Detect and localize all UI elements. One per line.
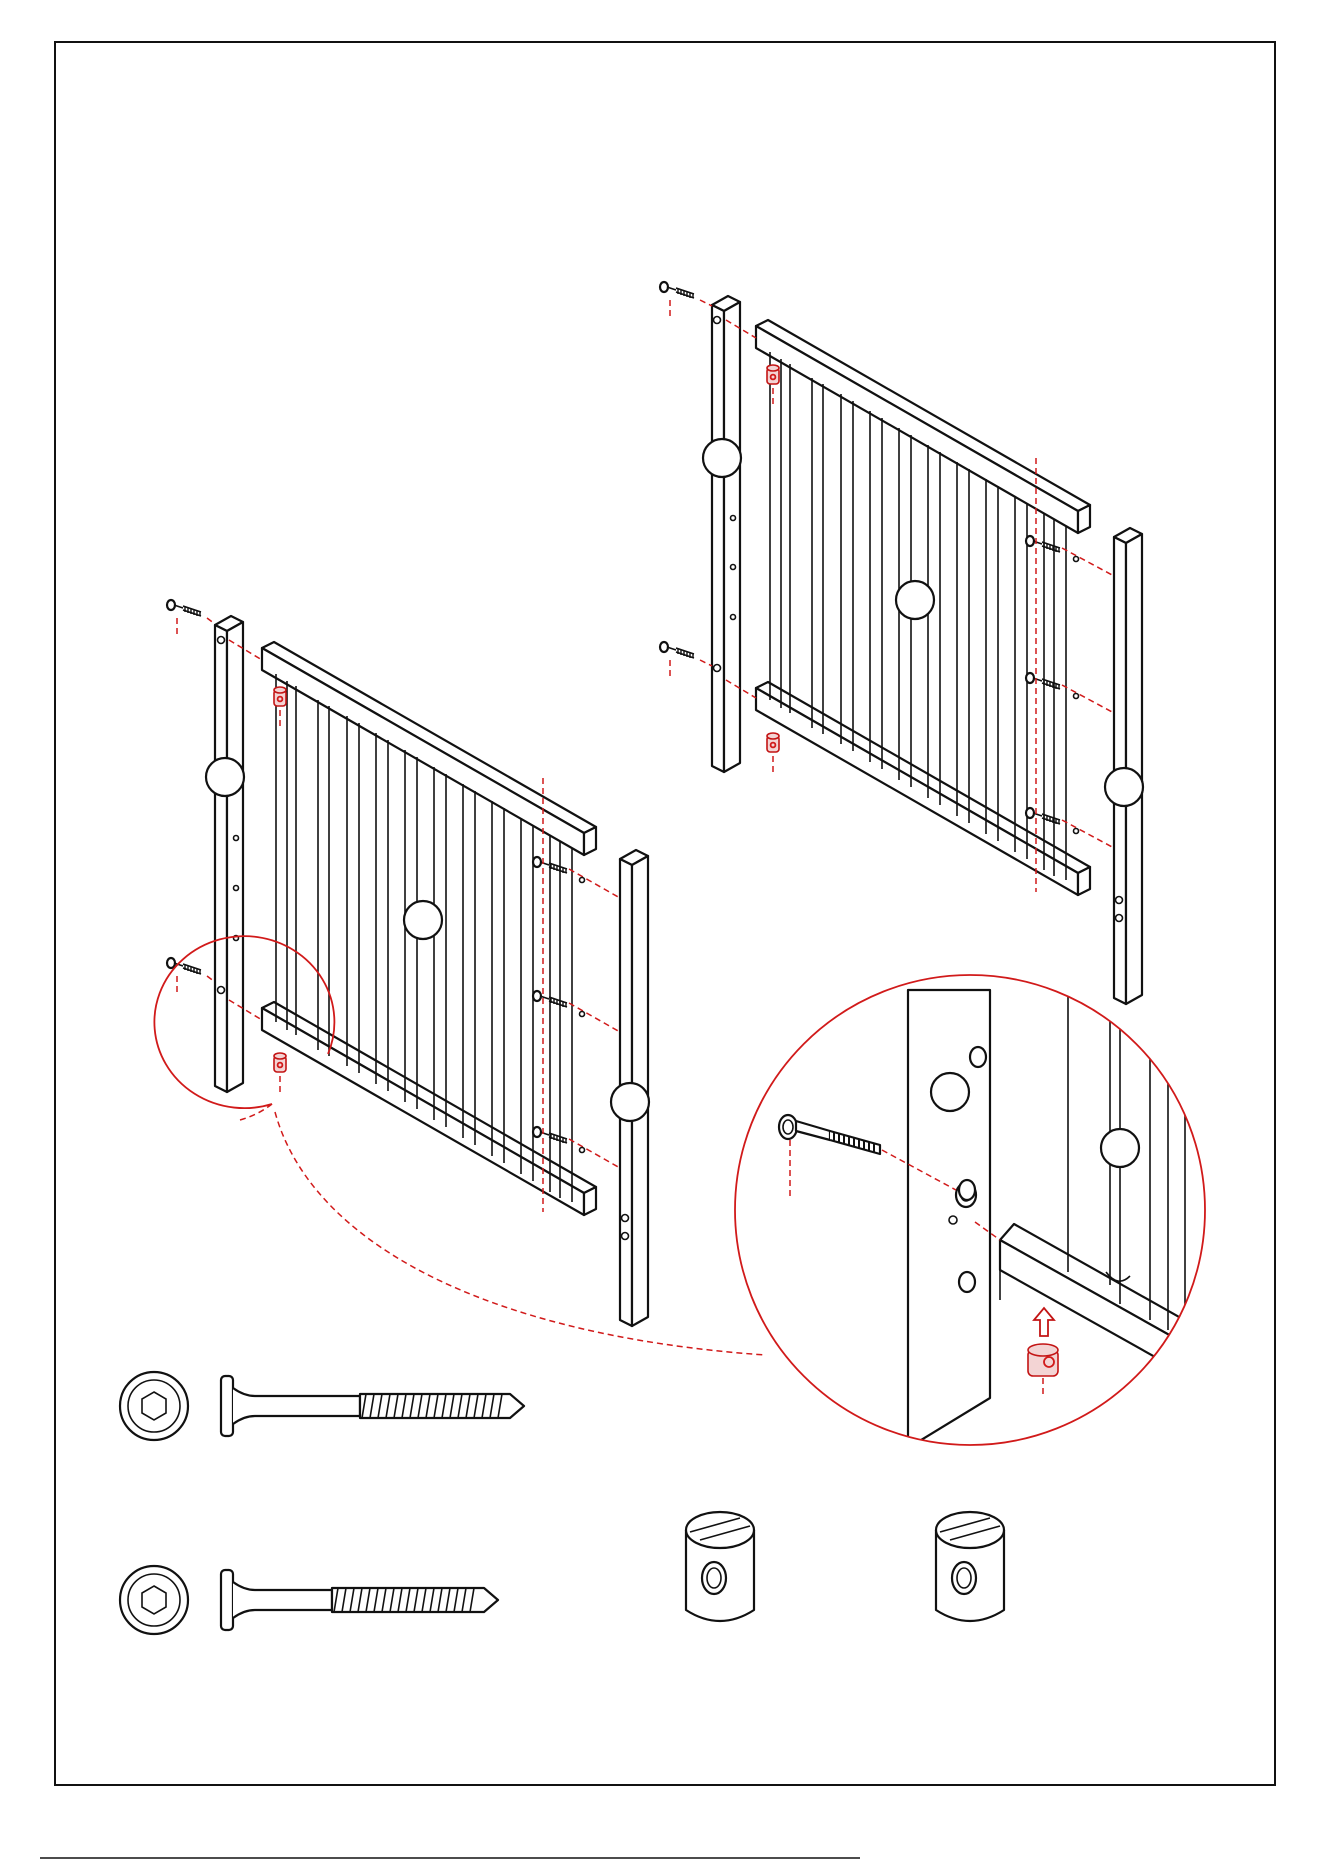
bolt-icon <box>1026 808 1060 824</box>
bolt-icon <box>1026 536 1060 552</box>
front-left-post <box>206 616 244 1092</box>
part-callout-circle <box>703 439 741 477</box>
part-callout-circle <box>896 581 934 619</box>
bolt-icon <box>660 282 694 298</box>
back-right-post <box>1105 528 1143 1004</box>
hex-bolt-short-icon <box>221 1570 233 1630</box>
barrel-nut-icon <box>274 687 286 706</box>
bolt-icon <box>660 642 694 658</box>
front-slatted-panel <box>262 642 596 1215</box>
front-right-post <box>611 850 649 1326</box>
part-callout-circle <box>404 901 442 939</box>
front-panel-assembly <box>167 600 649 1326</box>
back-slatted-panel <box>756 320 1090 895</box>
part-callout-circle <box>931 1073 969 1111</box>
barrel-nut-icon <box>274 1053 286 1072</box>
parts-legend <box>120 1372 1004 1634</box>
barrel-nut-icon <box>767 733 779 752</box>
back-panel-assembly <box>660 282 1143 1004</box>
barrel-nut-b-part <box>936 1512 1004 1621</box>
magnified-detail <box>735 975 1220 1448</box>
barrel-nut-a-part <box>686 1512 754 1621</box>
insert-arrow-icon <box>1034 1308 1054 1336</box>
barrel-nut-icon <box>767 365 779 384</box>
bolt-icon <box>1026 673 1060 689</box>
bolt-head-top-view <box>120 1566 188 1634</box>
part-callout-circle <box>611 1083 649 1121</box>
back-left-post <box>703 296 741 772</box>
bolt-head-top-view <box>120 1372 188 1440</box>
part-callout-circle <box>206 758 244 796</box>
part-callout-circle <box>1101 1129 1139 1167</box>
detail-barrel-nut <box>1028 1308 1058 1398</box>
short-bolt-part <box>120 1566 498 1634</box>
long-bolt-part <box>120 1372 524 1440</box>
part-callout-circle <box>1105 768 1143 806</box>
hex-bolt-long-icon <box>221 1376 233 1436</box>
detail-callout <box>154 936 1220 1448</box>
bolt-icon <box>167 600 201 616</box>
